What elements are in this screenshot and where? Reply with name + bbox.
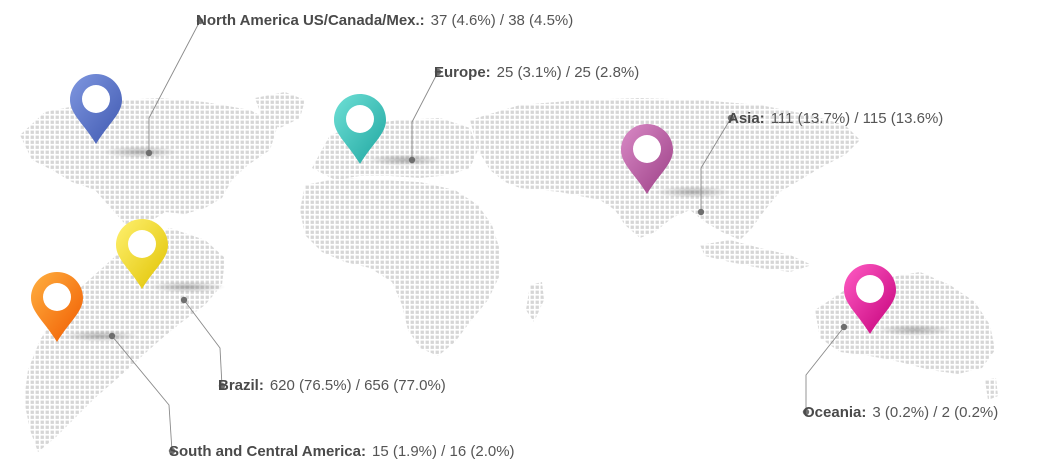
continent-new-zealand <box>985 378 998 400</box>
map-pin-icon-south-central-america <box>31 272 83 342</box>
label-europe: Europe: 25 (3.1%) / 25 (2.8%) <box>434 64 639 82</box>
region-value: 111 (13.7%) / 115 (13.6%) <box>770 110 944 127</box>
pin-hole <box>128 230 156 258</box>
region-value: 620 (76.5%) / 656 (77.0%) <box>269 377 446 394</box>
continent-indonesia <box>700 240 812 272</box>
map-pin-icon-north-america <box>70 74 122 144</box>
label-oceania: Oceania: 3 (0.2%) / 2 (0.2%) <box>803 404 998 422</box>
anchor-dot-europe <box>408 156 416 164</box>
continent-oceania <box>815 272 995 374</box>
pin-hole <box>346 105 374 133</box>
continent-north-america <box>20 98 278 235</box>
region-name: South and Central America: <box>169 443 366 460</box>
label-dot-north-america <box>196 17 204 25</box>
pin-hole <box>856 275 884 303</box>
pin-shadow-brazil <box>149 281 225 293</box>
pin-hole <box>82 85 110 113</box>
region-value: 15 (1.9%) / 16 (2.0%) <box>371 443 515 460</box>
leader-line-asia <box>700 117 732 212</box>
continent-madagascar <box>526 282 544 322</box>
map-pin-icon-oceania <box>844 264 896 334</box>
region-name: Asia: <box>728 110 765 127</box>
leader-line-south-central-america <box>111 335 173 452</box>
continent-greenland <box>255 92 305 128</box>
pin-shadow-south-central-america <box>62 330 138 342</box>
label-south-central-america: South and Central America: 15 (1.9%) / 16… <box>169 443 515 461</box>
leader-line-europe <box>411 71 439 160</box>
region-value: 3 (0.2%) / 2 (0.2%) <box>872 404 999 421</box>
map-pin-icon-brazil <box>116 219 168 289</box>
region-name: Europe: <box>434 64 491 81</box>
pin-hole <box>633 135 661 163</box>
map-pin-icon-europe <box>334 94 386 164</box>
label-dot-brazil <box>218 382 226 390</box>
anchor-dot-brazil <box>180 296 188 304</box>
pin-shadow-north-america <box>102 146 178 158</box>
anchor-dot-north-america <box>145 149 153 157</box>
anchor-dot-asia <box>697 208 705 216</box>
label-dot-europe <box>434 68 442 76</box>
anchor-dot-oceania <box>840 323 848 331</box>
pin-shadow-oceania <box>877 324 953 336</box>
leader-line-oceania <box>805 326 845 412</box>
leader-lines <box>108 17 848 455</box>
region-name: North America US/Canada/Mex.: <box>196 12 425 29</box>
continent-africa <box>300 178 500 356</box>
leader-line-north-america <box>148 20 201 153</box>
region-name: Oceania: <box>803 404 867 421</box>
leader-line-brazil <box>183 299 223 387</box>
label-brazil: Brazil: 620 (76.5%) / 656 (77.0%) <box>218 377 446 395</box>
pin-hole <box>43 283 71 311</box>
map-pin-icon-asia <box>621 124 673 194</box>
region-value: 37 (4.6%) / 38 (4.5%) <box>430 12 574 29</box>
label-asia: Asia: 111 (13.7%) / 115 (13.6%) <box>728 110 943 128</box>
label-dot-asia <box>727 114 735 122</box>
label-north-america: North America US/Canada/Mex.: 37 (4.6%) /… <box>196 12 573 30</box>
label-dot-oceania <box>802 408 810 416</box>
region-name: Brazil: <box>218 377 264 394</box>
pin-shadows <box>62 146 953 342</box>
region-value: 25 (3.1%) / 25 (2.8%) <box>496 64 640 81</box>
map-pins <box>31 74 896 342</box>
anchor-dot-south-central-america <box>108 332 116 340</box>
label-dot-south-central-america <box>168 447 176 455</box>
pin-shadow-europe <box>367 154 443 166</box>
pin-shadow-asia <box>655 186 731 198</box>
